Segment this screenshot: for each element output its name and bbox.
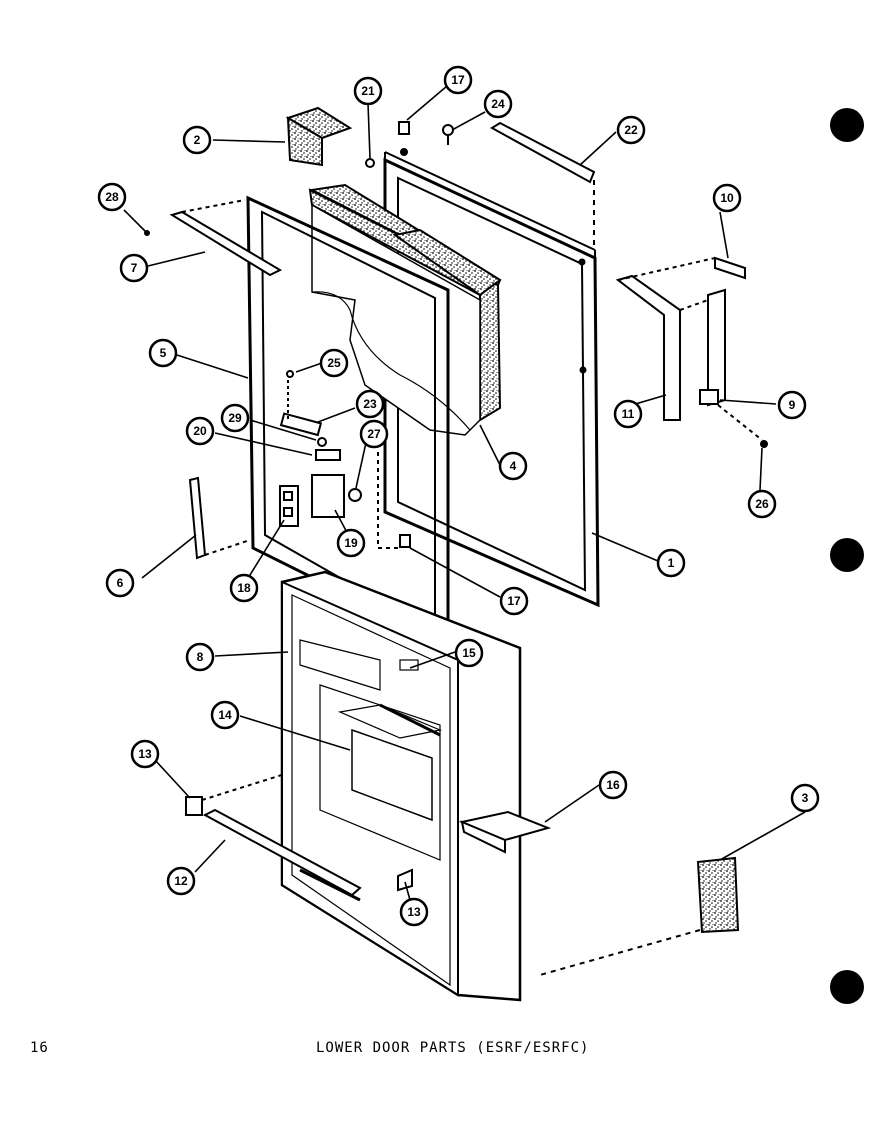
svg-text:5: 5 xyxy=(160,346,167,360)
binder-hole-middle xyxy=(830,538,864,572)
svg-text:3: 3 xyxy=(802,791,809,805)
svg-text:23: 23 xyxy=(363,397,377,411)
leader-lines xyxy=(123,85,806,901)
callout-4: 4 xyxy=(498,451,528,481)
callout-3: 3 xyxy=(790,783,820,813)
svg-text:17: 17 xyxy=(507,594,521,608)
callout-2: 2 xyxy=(182,125,212,155)
callout-13b: 13 xyxy=(399,897,429,927)
svg-text:8: 8 xyxy=(197,650,204,664)
svg-text:19: 19 xyxy=(344,536,358,550)
callout-12: 12 xyxy=(166,866,196,896)
svg-text:18: 18 xyxy=(237,581,251,595)
svg-text:16: 16 xyxy=(606,778,620,792)
svg-text:12: 12 xyxy=(174,874,188,888)
svg-text:26: 26 xyxy=(755,497,769,511)
part-hinge-assembly xyxy=(615,256,768,448)
callout-9: 9 xyxy=(777,390,807,420)
svg-text:21: 21 xyxy=(361,84,375,98)
binder-hole-top xyxy=(830,108,864,142)
callout-25: 25 xyxy=(319,348,349,378)
part-gasket-block xyxy=(308,183,502,436)
callout-23: 23 xyxy=(355,389,385,419)
callout-15: 15 xyxy=(454,638,484,668)
callout-26: 26 xyxy=(747,489,777,519)
callout-7: 7 xyxy=(119,253,149,283)
binder-hole-bottom xyxy=(830,970,864,1004)
callout-5: 5 xyxy=(148,338,178,368)
callout-28: 28 xyxy=(97,182,127,212)
part-handle-tray xyxy=(458,810,552,854)
svg-text:29: 29 xyxy=(228,411,242,425)
svg-text:13: 13 xyxy=(407,905,421,919)
callout-16: 16 xyxy=(598,770,628,800)
svg-text:15: 15 xyxy=(462,646,476,660)
svg-text:7: 7 xyxy=(131,261,138,275)
svg-text:17: 17 xyxy=(451,73,465,87)
callout-13a: 13 xyxy=(130,739,160,769)
part-top-strip xyxy=(169,199,283,277)
page-caption: LOWER DOOR PARTS (ESRF/ESRFC) xyxy=(316,1040,590,1056)
callout-6: 6 xyxy=(105,568,135,598)
part-fasteners xyxy=(144,121,454,549)
callout-17b: 17 xyxy=(499,586,529,616)
callout-20: 20 xyxy=(185,416,215,446)
svg-text:25: 25 xyxy=(327,356,341,370)
callout-24: 24 xyxy=(483,89,513,119)
svg-text:11: 11 xyxy=(622,407,635,421)
svg-text:27: 27 xyxy=(367,427,381,441)
part-corner-bracket xyxy=(285,106,353,167)
part-door-liner xyxy=(280,570,522,1002)
callout-17a: 17 xyxy=(443,65,473,95)
callout-1: 1 xyxy=(656,548,686,578)
callout-10: 10 xyxy=(712,183,742,213)
svg-text:10: 10 xyxy=(720,191,734,205)
svg-text:22: 22 xyxy=(624,123,638,137)
part-insulation-pad xyxy=(539,856,740,976)
callout-14: 14 xyxy=(210,700,240,730)
part-top-rail xyxy=(490,121,596,250)
svg-text:24: 24 xyxy=(491,97,505,111)
svg-text:4: 4 xyxy=(510,459,517,473)
callout-22: 22 xyxy=(616,115,646,145)
svg-text:13: 13 xyxy=(138,747,152,761)
svg-text:28: 28 xyxy=(105,190,119,204)
svg-text:14: 14 xyxy=(218,708,232,722)
callout-11: 11 xyxy=(613,399,643,429)
callout-27: 27 xyxy=(359,419,389,449)
part-side-strip xyxy=(188,476,251,560)
part-bottom-rail xyxy=(202,808,362,897)
callout-29: 29 xyxy=(220,403,250,433)
svg-text:9: 9 xyxy=(789,398,796,412)
svg-text:20: 20 xyxy=(193,424,207,438)
callouts: 1 2 3 4 5 6 7 8 9 10 11 12 13 13 14 15 1… xyxy=(97,65,820,927)
svg-text:6: 6 xyxy=(117,576,124,590)
part-clips xyxy=(185,773,413,892)
callout-21: 21 xyxy=(353,76,383,106)
callout-18: 18 xyxy=(229,573,259,603)
svg-text:1: 1 xyxy=(668,556,675,570)
callout-19: 19 xyxy=(336,528,366,558)
page-number: 16 xyxy=(30,1040,49,1056)
svg-text:2: 2 xyxy=(194,133,201,147)
callout-8: 8 xyxy=(185,642,215,672)
